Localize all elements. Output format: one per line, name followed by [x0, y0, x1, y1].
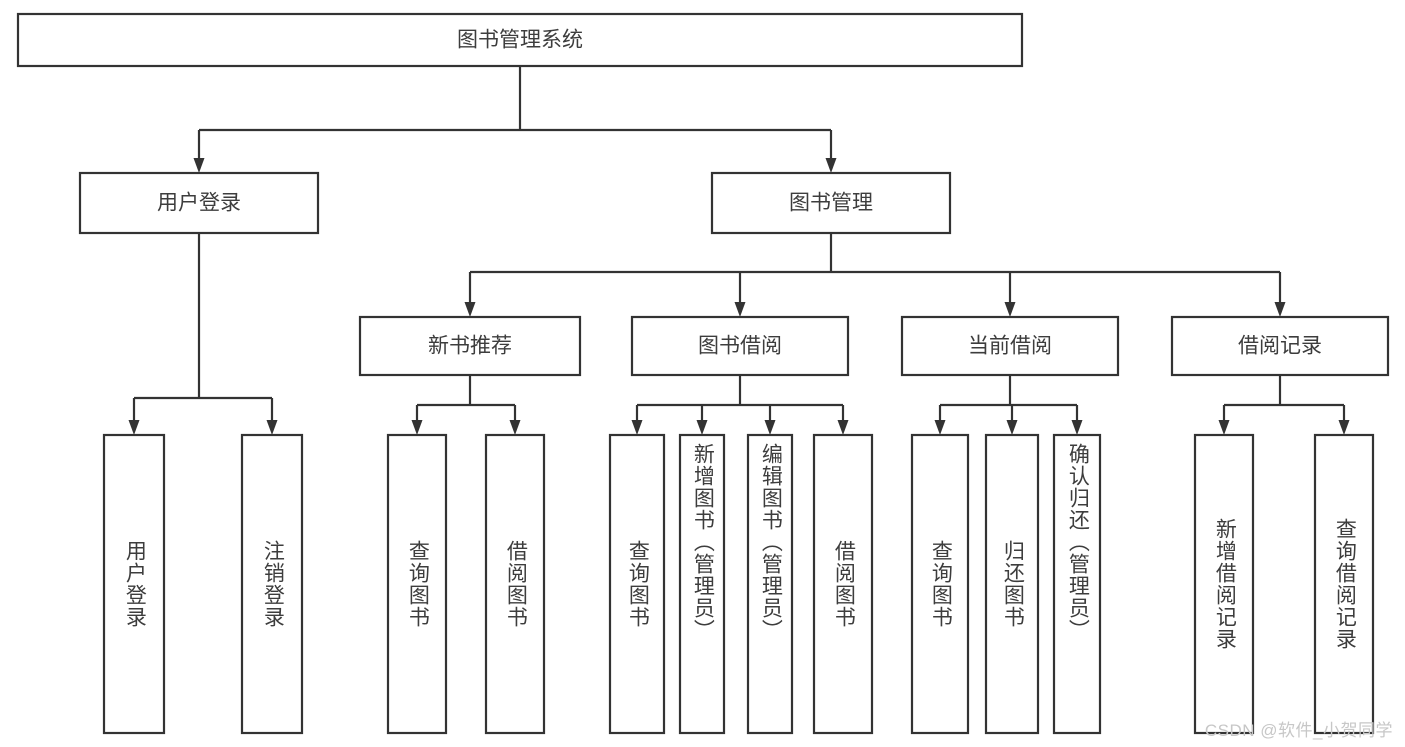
node-book-manage[interactable]	[710, 171, 952, 235]
csdn-watermark: CSDN @软件_小贺同学	[1204, 721, 1393, 740]
arrow-head-icon	[837, 420, 849, 435]
node-leaf-query-book-2[interactable]	[608, 433, 666, 735]
arrow-head-icon	[764, 420, 776, 435]
arrow-head-icon	[193, 158, 205, 173]
arrow-head-icon	[734, 302, 746, 317]
arrow-head-icon	[464, 302, 476, 317]
arrow-head-icon	[1071, 420, 1083, 435]
node-box	[78, 171, 320, 235]
node-new-book-rec[interactable]	[358, 315, 582, 377]
node-label: 图书管理系统	[457, 29, 583, 52]
arrow-head-icon	[266, 420, 278, 435]
arrow-head-icon	[1004, 302, 1016, 317]
node-book-borrow[interactable]	[630, 315, 850, 377]
arrow-head-icon	[825, 158, 837, 173]
node-user-login[interactable]	[78, 171, 320, 235]
arrow-head-icon	[411, 420, 423, 435]
node-box	[102, 433, 166, 735]
node-leaf-user-login[interactable]	[102, 433, 166, 735]
node-root[interactable]	[16, 12, 1024, 68]
node-box	[984, 433, 1040, 735]
node-box	[358, 315, 582, 377]
arrow-head-icon	[128, 420, 140, 435]
node-leaf-return-book[interactable]	[984, 433, 1040, 735]
node-leaf-borrow-book-1[interactable]	[484, 433, 546, 735]
arrow-head-icon	[1006, 420, 1018, 435]
node-leaf-logout[interactable]	[240, 433, 304, 735]
arrow-head-icon	[696, 420, 708, 435]
node-label: 借阅记录	[1238, 335, 1322, 358]
node-leaf-query-book-3[interactable]	[910, 433, 970, 735]
node-box	[630, 315, 850, 377]
node-box	[678, 433, 726, 735]
node-label: 当前借阅	[968, 335, 1052, 358]
arrow-head-icon	[1274, 302, 1286, 317]
node-leaf-edit-book[interactable]	[746, 433, 794, 735]
node-label: 图书管理	[789, 192, 873, 215]
node-label: 新书推荐	[428, 335, 512, 358]
node-label: 图书借阅	[698, 335, 782, 358]
arrow-head-icon	[509, 420, 521, 435]
node-box	[1052, 433, 1102, 735]
node-leaf-add-record[interactable]	[1193, 433, 1255, 735]
node-leaf-query-book-1[interactable]	[386, 433, 448, 735]
node-box	[386, 433, 448, 735]
node-leaf-query-record[interactable]	[1313, 433, 1375, 735]
node-box	[910, 433, 970, 735]
node-box	[608, 433, 666, 735]
node-box	[240, 433, 304, 735]
node-leaf-add-book[interactable]	[678, 433, 726, 735]
arrow-head-icon	[631, 420, 643, 435]
node-box	[812, 433, 874, 735]
arrow-head-icon	[1218, 420, 1230, 435]
node-label: 用户登录	[157, 192, 241, 215]
node-box	[746, 433, 794, 735]
node-leaf-confirm-return[interactable]	[1052, 433, 1102, 735]
node-box	[484, 433, 546, 735]
node-box	[1313, 433, 1375, 735]
node-box	[710, 171, 952, 235]
arrow-head-icon	[1338, 420, 1350, 435]
arrow-head-icon	[934, 420, 946, 435]
node-current-borrow[interactable]	[900, 315, 1120, 377]
node-leaf-borrow-book-2[interactable]	[812, 433, 874, 735]
node-borrow-record[interactable]	[1170, 315, 1390, 377]
node-box	[1193, 433, 1255, 735]
node-box	[1170, 315, 1390, 377]
node-box	[16, 12, 1024, 68]
node-box	[900, 315, 1120, 377]
